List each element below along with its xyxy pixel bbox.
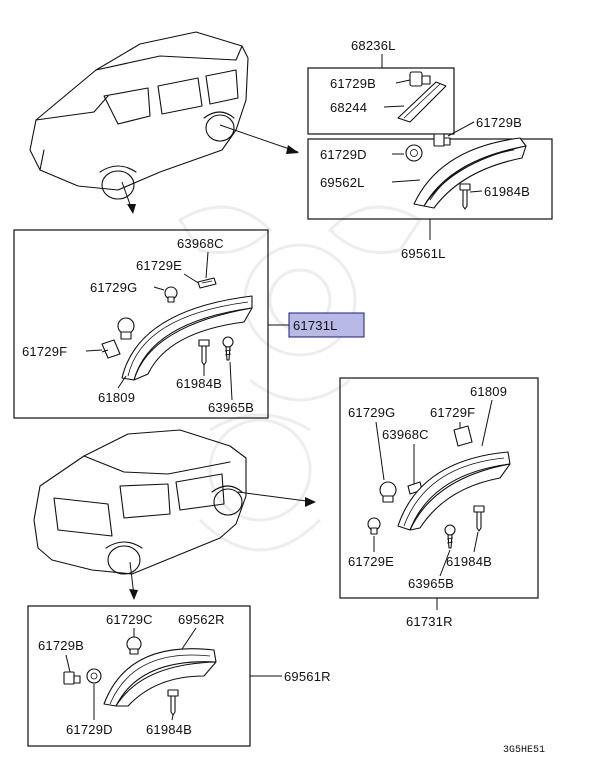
tie-63968c-lf-icon: [197, 277, 217, 289]
label-63965b-lf: 63965B: [208, 400, 254, 415]
highlight-61731l: [288, 312, 365, 338]
clip-61729e-rr-icon: [367, 517, 381, 535]
label-61729g-rr: 61729G: [348, 405, 395, 420]
label-61729b-rf: 61729B: [476, 115, 522, 130]
clip-61729b-lr-icon: [63, 671, 81, 685]
molding-68244-icon: [397, 81, 447, 123]
box-61731l: [13, 229, 269, 419]
clip-61729e-lf-icon: [117, 317, 135, 340]
screw-63965b-lf-icon: [222, 336, 234, 361]
clip-61729f-rr-icon: [453, 425, 473, 447]
label-69561r: 69561R: [284, 669, 331, 684]
label-61729b-lr: 61729B: [38, 638, 84, 653]
label-61809-lf: 61809: [98, 390, 135, 405]
screw-61984b-rr-icon: [473, 505, 485, 532]
box-68236l: [307, 67, 455, 135]
label-61729e-rr: 61729E: [348, 554, 394, 569]
flare-69562l-icon: [413, 137, 527, 209]
clip-61729d-lr-icon: [86, 668, 102, 684]
label-61729f-rr: 61729F: [430, 405, 475, 420]
watermark-emblem-icon: [177, 205, 423, 552]
label-61984b-rr: 61984B: [446, 554, 492, 569]
vehicle-front-icon: [29, 31, 249, 200]
flare-69562r-icon: [103, 648, 217, 707]
screw-61984b-lf-icon: [198, 339, 210, 366]
label-61729d-lr: 61729D: [66, 722, 113, 737]
clip-61729f-lf-icon: [101, 339, 121, 359]
label-68236l: 68236L: [351, 38, 396, 53]
label-63968c-lf: 63968C: [177, 236, 224, 251]
diagram-code: 3G5HE51: [503, 745, 545, 756]
screw-61984b-lr-icon: [167, 689, 179, 716]
label-61729g-lf: 61729G: [90, 280, 137, 295]
label-61729d-rf: 61729D: [320, 147, 367, 162]
clip-61729g-lf-icon: [164, 286, 178, 303]
label-61984b-rf: 61984B: [484, 184, 530, 199]
clip-61729g-rr-icon: [379, 481, 397, 503]
label-61729b-top: 61729B: [330, 76, 376, 91]
clip-61729d-icon: [405, 144, 423, 162]
label-63968c-rr: 63968C: [382, 427, 429, 442]
label-63965b-rr: 63965B: [408, 576, 454, 591]
label-68244: 68244: [330, 100, 367, 115]
label-61731l: 61731L: [293, 318, 338, 333]
label-61729e-lf: 61729E: [136, 258, 182, 273]
vehicle-rear-icon: [33, 429, 247, 575]
label-69561l: 69561L: [401, 246, 446, 261]
clip-61729b-rf-icon: [433, 133, 451, 147]
label-61984b-lr: 61984B: [146, 722, 192, 737]
label-61731r: 61731R: [406, 614, 453, 629]
screw-63965b-rr-icon: [444, 524, 456, 549]
clip-61729c-lr-icon: [126, 636, 142, 655]
label-61809-rr: 61809: [470, 384, 507, 399]
label-61984b-lf: 61984B: [176, 376, 222, 391]
flare-61809-rr-icon: [397, 451, 511, 531]
screw-61984b-rf-icon: [459, 183, 471, 210]
flare-61809-lf-icon: [121, 295, 253, 381]
box-61731r: [339, 377, 539, 599]
label-61729f-lf: 61729F: [22, 344, 67, 359]
label-69562l: 69562L: [320, 175, 365, 190]
label-69562r: 69562R: [178, 612, 225, 627]
clip-61729b-icon: [409, 71, 431, 87]
label-61729c-lr: 61729C: [106, 612, 153, 627]
